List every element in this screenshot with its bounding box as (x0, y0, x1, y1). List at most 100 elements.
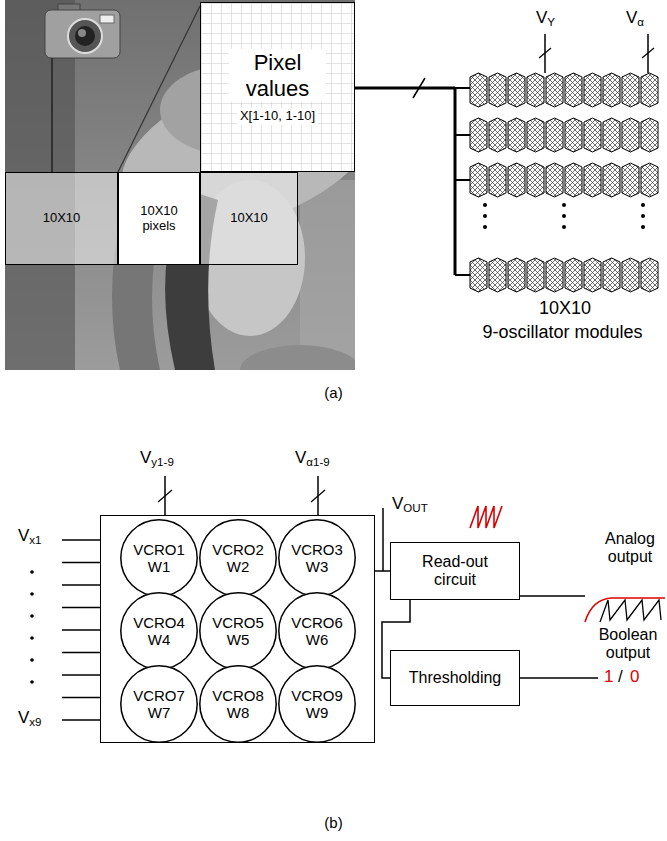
output-wires-part (382, 508, 384, 571)
node-title: 10X10 pixels (123, 204, 195, 234)
control-wires-part (158, 490, 172, 502)
signal-base: V (18, 708, 29, 727)
oscillator-module (470, 258, 487, 292)
oscillator-module-box: VCRO1W1VCRO2W2VCRO3W3VCRO4W4VCRO5W5VCRO6… (100, 515, 375, 743)
signal-subscript: OUT (403, 502, 427, 514)
array-label: 9-oscillator modules (460, 322, 665, 343)
oscillator-module (527, 258, 544, 292)
ellipsis-dots-part (483, 214, 487, 218)
oscillator-module (622, 73, 639, 107)
signal-label: Vα1-9 (295, 448, 330, 469)
control-wires (158, 476, 325, 515)
signal-subscript: x1 (29, 534, 41, 546)
input-wire (62, 697, 100, 698)
boolean-separator: / (618, 667, 623, 687)
data-bus-part (455, 88, 470, 275)
control-wires-part (311, 490, 325, 502)
oscillator-module (527, 73, 544, 107)
ellipsis-dots-part (30, 680, 34, 684)
ellipsis-dots-part (30, 658, 34, 662)
node-subtext: W7 (148, 704, 171, 721)
oscillator-module (622, 258, 639, 292)
vcro-circle: VCRO3W3 (278, 519, 356, 597)
oscillator-module (565, 118, 582, 152)
boolean-value: 1 (604, 667, 613, 687)
oscillator-module-array (470, 73, 658, 292)
signal-label: Vα (626, 8, 644, 29)
oscillator-module (565, 163, 582, 197)
oscillator-module (565, 258, 582, 292)
pixel-block: 10X10 (200, 172, 298, 265)
ellipsis-dots-part (30, 592, 34, 596)
output-label: Boolean output (592, 626, 664, 663)
signal-subscript: α1-9 (306, 456, 329, 468)
input-wire (62, 629, 100, 630)
subfigure-label: (b) (300, 814, 367, 831)
array-label: 10X10 (470, 298, 660, 319)
node-title: 10X10 (43, 211, 81, 226)
oscillator-module (641, 118, 658, 152)
pixel-value-box: Pixel valuesX[1-10, 1-10] (200, 2, 355, 172)
signal-subscript: Y (547, 16, 555, 28)
vout-waveform (470, 506, 502, 528)
circle-outline (279, 593, 355, 669)
vcro-circle: VCRO7W7 (120, 665, 198, 743)
ellipsis-dots-part (641, 203, 645, 207)
circle-outline (121, 520, 197, 596)
output-label: Analog output (596, 530, 664, 567)
input-wire (62, 674, 100, 675)
oscillator-module (603, 73, 620, 107)
input-wire (62, 584, 100, 585)
signal-subscript: y1-9 (151, 456, 173, 468)
vcro-circle: VCRO8W8 (199, 665, 277, 743)
vcro-circle: VCRO6W6 (278, 592, 356, 670)
output-wires-part (520, 677, 598, 679)
signal-label: VY (536, 8, 555, 29)
pixel-grid (201, 3, 354, 171)
vcro-circle: VCRO2W2 (199, 519, 277, 597)
circle-outline (200, 593, 276, 669)
node-title: VCRO7 (133, 687, 185, 704)
ellipsis-dots-part (30, 636, 34, 640)
node-subtext: W5 (227, 631, 250, 648)
oscillator-module (622, 118, 639, 152)
signal-subscript: x9 (29, 716, 41, 728)
node-subtext: W8 (227, 704, 250, 721)
camera-icon-part (100, 15, 114, 23)
vcro-circle: VCRO9W9 (278, 665, 356, 743)
oscillator-module (508, 258, 525, 292)
node-title: VCRO4 (133, 614, 185, 631)
input-wire (62, 652, 100, 653)
node-subtext: W1 (148, 558, 171, 575)
ellipsis-dots-part (30, 614, 34, 618)
signal-subscript: α (637, 16, 644, 28)
oscillator-module (527, 163, 544, 197)
node-title: VCRO9 (291, 687, 343, 704)
ellipsis-dots-part (641, 225, 645, 229)
node-subtext: W2 (227, 558, 250, 575)
signal-base: V (626, 8, 637, 27)
circle-outline (121, 593, 197, 669)
signal-label: Vx9 (18, 708, 42, 729)
node-subtext: W3 (306, 558, 329, 575)
data-bus-part (454, 88, 457, 275)
node-subtext: W6 (306, 631, 329, 648)
node-title: VCRO2 (212, 541, 264, 558)
threshold-box: Thresholding (390, 650, 520, 706)
input-wire (62, 562, 100, 563)
oscillator-module (641, 163, 658, 197)
pixel-block: 10X10 (5, 172, 118, 265)
signal-label: Vx1 (18, 526, 42, 547)
oscillator-module (508, 73, 525, 107)
oscillator-module (603, 258, 620, 292)
ellipsis-dots-part (30, 570, 34, 574)
oscillator-module (489, 118, 506, 152)
camera-icon-part (78, 29, 86, 37)
circle-outline (279, 520, 355, 596)
node-title: VCRO5 (212, 614, 264, 631)
circle-outline (279, 666, 355, 742)
node-title: 10X10 (230, 211, 268, 226)
vcro-circle: VCRO5W5 (199, 592, 277, 670)
